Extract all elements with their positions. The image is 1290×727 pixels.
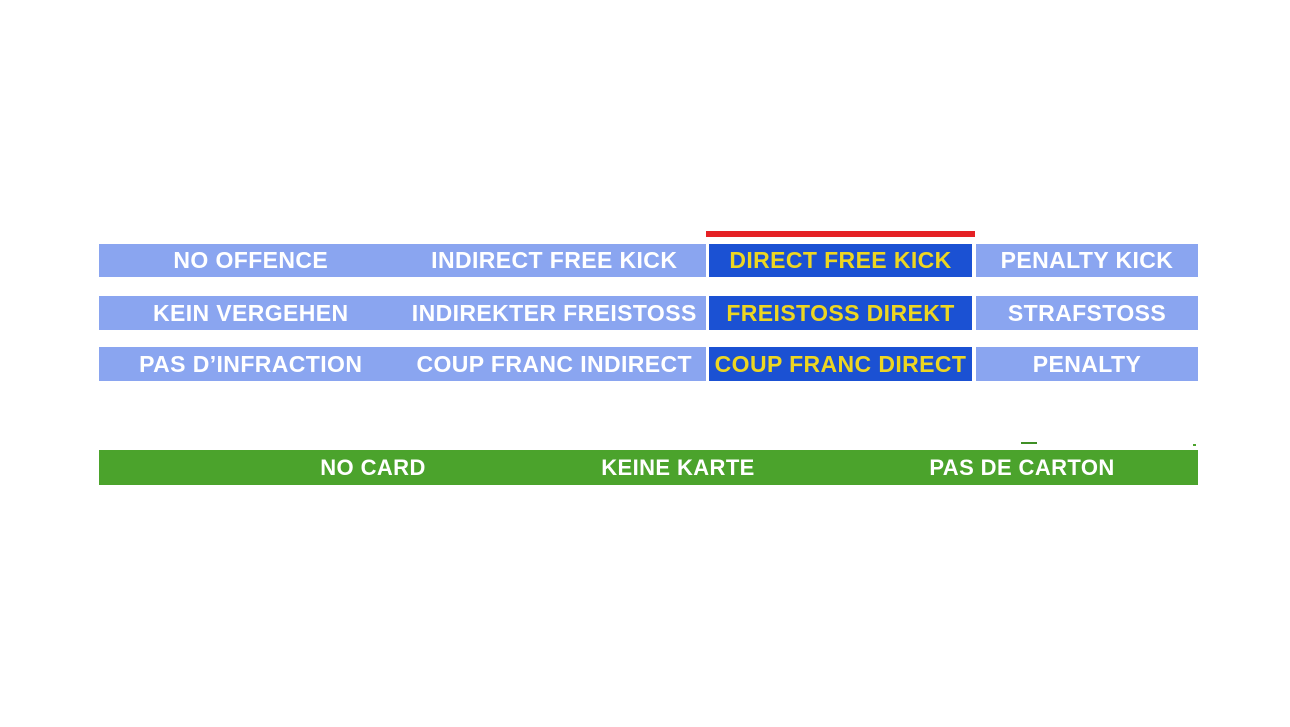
- decision-row-1: NO OFFENCE INDIRECT FREE KICK DIRECT FRE…: [99, 244, 1198, 277]
- option-label: COUP FRANC DIRECT: [714, 350, 967, 377]
- option-label: INDIREKTER FREISTOSS: [411, 299, 697, 326]
- option-strafstoss[interactable]: STRAFSTOSS: [976, 296, 1198, 330]
- decision-row-1-light-bar: NO OFFENCE INDIRECT FREE KICK: [99, 244, 706, 277]
- option-label: PAS D’INFRACTION: [139, 350, 363, 377]
- option-freistoss-direkt[interactable]: FREISTOSS DIREKT: [709, 296, 972, 330]
- option-label: STRAFSTOSS: [1007, 299, 1167, 326]
- option-keine-karte[interactable]: KEINE KARTE: [601, 455, 755, 480]
- option-indirekter-freistoss[interactable]: INDIREKTER FREISTOSS: [402, 296, 706, 330]
- decision-row-3-light-bar: PAS D’INFRACTION COUP FRANC INDIRECT: [99, 347, 706, 381]
- option-penalty[interactable]: PENALTY: [976, 347, 1198, 381]
- option-pas-de-carton[interactable]: PAS DE CARTON: [929, 455, 1115, 480]
- partial-render-artifact-dash: [1021, 442, 1037, 444]
- option-label: FREISTOSS DIREKT: [726, 299, 955, 326]
- option-label: NO OFFENCE: [173, 247, 329, 273]
- option-no-card[interactable]: NO CARD: [320, 455, 426, 480]
- option-kein-vergehen[interactable]: KEIN VERGEHEN: [99, 296, 403, 330]
- option-label: PENALTY: [1032, 350, 1142, 377]
- option-no-offence[interactable]: NO OFFENCE: [99, 244, 403, 277]
- option-coup-franc-indirect[interactable]: COUP FRANC INDIRECT: [402, 347, 706, 381]
- decision-row-2-light-bar: KEIN VERGEHEN INDIREKTER FREISTOSS: [99, 296, 706, 330]
- decision-row-3: PAS D’INFRACTION COUP FRANC INDIRECT COU…: [99, 347, 1198, 381]
- option-coup-franc-direct[interactable]: COUP FRANC DIRECT: [709, 347, 972, 381]
- decision-row-2: KEIN VERGEHEN INDIREKTER FREISTOSS FREIS…: [99, 296, 1198, 330]
- option-label: DIRECT FREE KICK: [729, 247, 952, 273]
- card-decision-bar: NO CARD KEINE KARTE PAS DE CARTON: [99, 450, 1198, 485]
- option-pas-d-infraction[interactable]: PAS D’INFRACTION: [99, 347, 403, 381]
- option-indirect-free-kick[interactable]: INDIRECT FREE KICK: [402, 244, 706, 277]
- option-label: PENALTY KICK: [1000, 247, 1174, 273]
- option-label: COUP FRANC INDIRECT: [416, 350, 692, 377]
- partial-render-artifact-dot: [1193, 444, 1196, 446]
- option-direct-free-kick[interactable]: DIRECT FREE KICK: [709, 244, 972, 277]
- option-penalty-kick[interactable]: PENALTY KICK: [976, 244, 1198, 277]
- option-label: INDIRECT FREE KICK: [431, 247, 678, 273]
- selected-column-indicator: [706, 231, 975, 237]
- option-label: KEIN VERGEHEN: [152, 299, 349, 326]
